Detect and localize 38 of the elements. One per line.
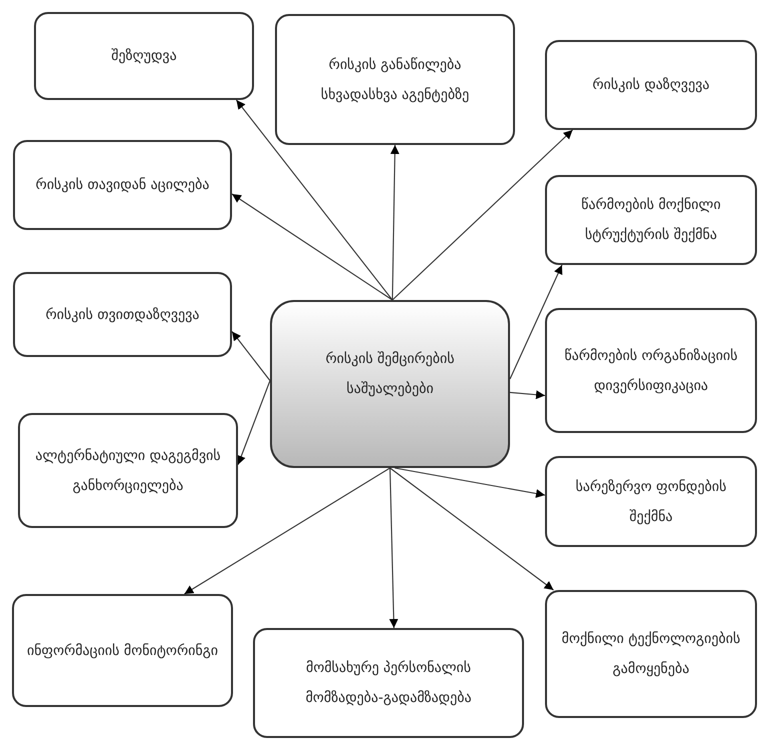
process-box [12, 594, 233, 707]
process-box [545, 40, 757, 130]
arrow [390, 468, 554, 590]
box-label: შეზღუდვა [111, 47, 177, 66]
process-box [13, 272, 232, 357]
arrow [184, 468, 390, 594]
box-label: ალტერნატიული დაგეგმვის განხორციელება [34, 446, 222, 496]
box-label: წარმოების ორგანიზაციის დივერსიფიკაცია [563, 346, 739, 396]
arrow [390, 145, 400, 300]
box-label: ინფორმაციის მონიტორინგი [26, 642, 218, 660]
arrow [389, 468, 398, 628]
process-box [18, 413, 238, 528]
box-label: რისკის დაზღვევა [592, 76, 710, 95]
box-label: მოქნილი ტექნოლოგიების გამოყენება [560, 630, 742, 679]
process-box [545, 590, 757, 718]
process-box [275, 14, 515, 145]
box-label: რისკის თვითდაზღვევა [46, 306, 200, 324]
box-label: რისკის განაწილება სხვადასხვა აგენტებზე [320, 56, 470, 104]
arrow [392, 130, 573, 300]
process-box [545, 308, 757, 433]
process-box [545, 175, 757, 265]
process-box [545, 456, 757, 547]
arrow [237, 380, 271, 465]
arrow [232, 194, 393, 300]
process-box [34, 12, 254, 100]
process-box [253, 628, 524, 738]
box-label: რისკის თავიდან აცილება [36, 176, 210, 195]
box-label: მომსახურე პერსონალის მომზადება-გადამზადება [304, 659, 472, 708]
arrow [232, 331, 270, 381]
box-label: რისკის შემცირების საშუალებები [324, 350, 456, 399]
arrow [236, 100, 393, 300]
arrow [394, 467, 546, 498]
arrow [510, 264, 562, 380]
arrow [510, 390, 546, 400]
process-box [13, 140, 232, 230]
box-label: სარეზერვო ფონდების შექმნა [574, 478, 728, 526]
central-box [270, 300, 510, 468]
box-label: წარმოების მოქნილი სტრუქტურის შექმნა [580, 196, 722, 245]
